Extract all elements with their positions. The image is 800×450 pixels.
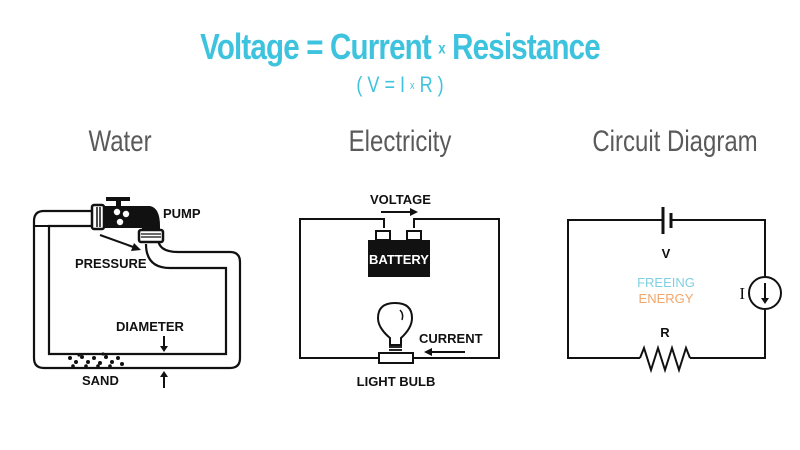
battery-symbol-icon xyxy=(661,207,673,234)
arrow-down-icon xyxy=(160,346,168,352)
subtitle-right: R ) xyxy=(419,72,444,97)
label-current: CURRENT xyxy=(419,331,483,346)
resistor-symbol-icon xyxy=(639,344,691,374)
subtitle-left: ( V = I xyxy=(356,72,406,97)
circuit-wire xyxy=(299,218,500,359)
arrow-left-icon xyxy=(424,348,432,356)
battery-icon xyxy=(368,230,430,277)
label-pressure: PRESSURE xyxy=(75,256,147,271)
page-subtitle: ( V = I x R ) xyxy=(72,72,728,98)
title-resistance: Resistance xyxy=(452,26,601,67)
water-diagram: PUMP PRESSURE DIAMETER SAND xyxy=(32,197,242,388)
circuit-diagram: V FREEING ENERGY I R xyxy=(567,207,782,374)
page-title: Voltage = Current x Resistance xyxy=(72,26,728,68)
label-voltage: VOLTAGE xyxy=(370,192,431,207)
water-pipe-inner xyxy=(47,224,228,356)
pump-faucet-icon xyxy=(90,197,165,244)
sand-particles xyxy=(68,352,124,368)
label-v: V xyxy=(662,246,671,261)
label-pump: PUMP xyxy=(163,206,201,221)
label-sand: SAND xyxy=(82,373,119,388)
schematic-wire xyxy=(567,219,766,359)
watermark-freeing: FREEING xyxy=(637,275,695,290)
heading-water: Water xyxy=(88,125,152,158)
current-source-icon xyxy=(748,276,782,310)
pressure-arrow xyxy=(99,234,137,249)
label-light-bulb: LIGHT BULB xyxy=(357,374,436,389)
label-diameter: DIAMETER xyxy=(116,319,185,334)
water-pipe-outer xyxy=(32,209,242,370)
watermark-energy: ENERGY xyxy=(639,291,694,306)
label-i: I xyxy=(739,284,745,303)
arrow-up-icon xyxy=(160,371,168,377)
label-battery: BATTERY xyxy=(369,252,429,267)
light-bulb-icon xyxy=(376,301,414,364)
title-voltage-current: Voltage = Current xyxy=(200,26,432,67)
arrow-right-icon xyxy=(410,208,418,216)
pressure-arrowhead-icon xyxy=(131,243,141,251)
heading-electricity: Electricity xyxy=(348,125,452,158)
title-times-sign: x xyxy=(438,40,445,58)
subtitle-times-sign: x xyxy=(410,80,415,93)
label-r: R xyxy=(660,325,670,340)
electricity-diagram: VOLTAGE BATTERY CURRENT LIGHT BULB xyxy=(299,192,500,389)
heading-circuit-diagram: Circuit Diagram xyxy=(592,125,758,158)
